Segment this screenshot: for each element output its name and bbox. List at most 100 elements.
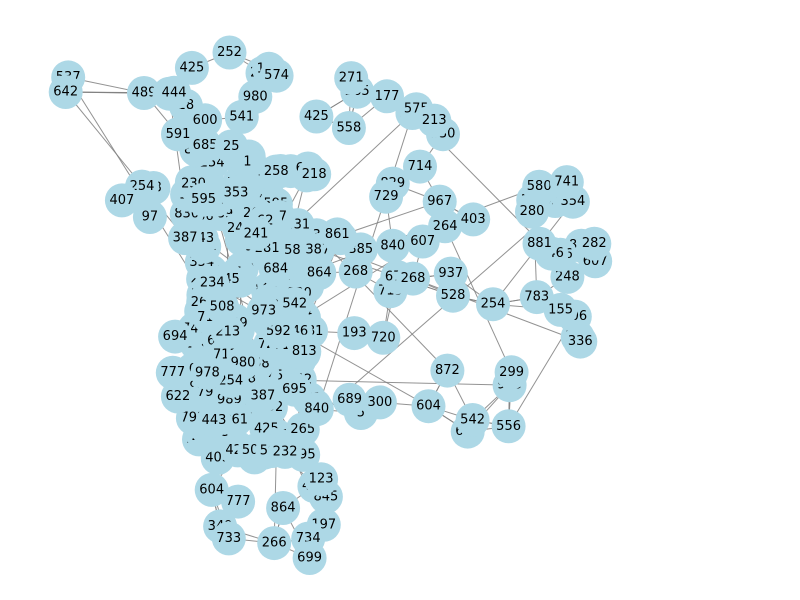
node-circle: [268, 434, 303, 469]
node-circle: [396, 261, 430, 296]
node-circle: [168, 221, 203, 256]
node-label: 252: [217, 45, 242, 60]
graph-nodes: 9903425425506988393872476952482668287149…: [48, 35, 613, 575]
node-label: 489: [132, 86, 157, 101]
node-circle: [563, 324, 598, 359]
node-circle: [522, 226, 557, 261]
node-label: 714: [408, 159, 433, 174]
graph-node: 528: [436, 278, 470, 313]
node-label: 556: [496, 419, 521, 434]
node-circle: [455, 403, 490, 437]
graph-node: 591: [161, 117, 195, 152]
node-circle: [297, 157, 332, 192]
graph-node: 595: [186, 182, 221, 217]
node-circle: [522, 169, 557, 204]
node-circle: [334, 61, 369, 96]
node-label: 97: [142, 210, 159, 225]
graph-node: 872: [430, 353, 465, 388]
node-circle: [197, 403, 231, 438]
node-label: 407: [109, 193, 134, 208]
node-label: 840: [380, 238, 405, 253]
graph-node: 266: [257, 526, 292, 561]
graph-node: 387: [245, 378, 280, 413]
node-label: 387: [173, 231, 198, 246]
graph-node: 268: [396, 261, 430, 296]
node-label: 264: [433, 219, 458, 234]
node-circle: [214, 129, 249, 164]
node-circle: [219, 175, 253, 210]
node-circle: [221, 484, 256, 519]
node-circle: [362, 385, 397, 420]
graph-node: 973: [246, 293, 281, 328]
graph-node: 714: [403, 149, 437, 184]
node-label: 425: [304, 109, 329, 124]
node-label: 980: [243, 89, 268, 104]
node-label: 720: [371, 330, 396, 345]
node-label: 425: [179, 60, 204, 75]
node-circle: [304, 462, 339, 497]
node-circle: [212, 35, 247, 70]
graph-node: 542: [277, 286, 312, 321]
node-label: 694: [163, 329, 188, 344]
node-label: 881: [527, 236, 552, 251]
graph-node: 695: [277, 372, 312, 407]
node-label: 254: [130, 179, 155, 194]
graph-node: 729: [369, 179, 404, 214]
node-circle: [132, 200, 167, 234]
node-label: 695: [282, 382, 307, 397]
graph-node: 840: [299, 392, 334, 427]
node-circle: [239, 216, 273, 251]
node-label: 542: [460, 413, 485, 428]
node-circle: [543, 292, 578, 327]
node-label: 592: [266, 324, 291, 339]
node-circle: [338, 254, 373, 289]
node-label: 241: [244, 226, 269, 241]
graph-node: 978: [190, 355, 225, 390]
node-label: 783: [524, 290, 549, 305]
node-circle: [577, 226, 612, 261]
graph-node: 580: [522, 169, 557, 204]
node-label: 336: [568, 334, 593, 349]
node-label: 443: [202, 413, 227, 428]
graph-node: 268: [338, 254, 373, 289]
node-circle: [211, 521, 246, 556]
node-label: 266: [262, 536, 287, 551]
graph-node: 604: [411, 389, 446, 424]
node-label: 580: [527, 179, 552, 194]
graph-node: 741: [549, 165, 584, 200]
graph-node: 604: [194, 472, 229, 507]
node-label: 541: [229, 109, 254, 124]
node-circle: [549, 165, 584, 200]
node-label: 558: [336, 121, 361, 136]
node-label: 595: [191, 192, 216, 207]
node-label: 5: [357, 406, 365, 421]
node-label: 689: [337, 392, 362, 407]
graph-node: 387: [168, 221, 203, 256]
node-label: 123: [309, 472, 334, 487]
node-label: 642: [53, 85, 78, 100]
graph-node: 241: [239, 216, 273, 251]
node-label: 600: [193, 113, 218, 128]
graph-node: 542: [455, 403, 490, 437]
node-circle: [277, 286, 312, 321]
node-circle: [194, 472, 229, 507]
node-label: 777: [226, 494, 251, 509]
graph-node: 271: [334, 61, 369, 96]
node-circle: [375, 228, 410, 263]
node-label: 299: [499, 365, 524, 380]
graph-node: 699: [292, 541, 327, 575]
node-circle: [160, 379, 195, 414]
node-circle: [320, 217, 355, 252]
graph-node: 155: [543, 292, 578, 327]
node-label: 387: [305, 243, 330, 258]
node-label: 387: [250, 388, 275, 403]
node-label: 248: [555, 269, 580, 284]
graph-node: 258: [259, 154, 294, 189]
node-circle: [287, 334, 322, 369]
node-circle: [369, 179, 404, 214]
graph-node: 443: [197, 403, 231, 438]
node-circle: [257, 526, 292, 561]
node-circle: [190, 355, 225, 390]
node-circle: [224, 99, 259, 134]
